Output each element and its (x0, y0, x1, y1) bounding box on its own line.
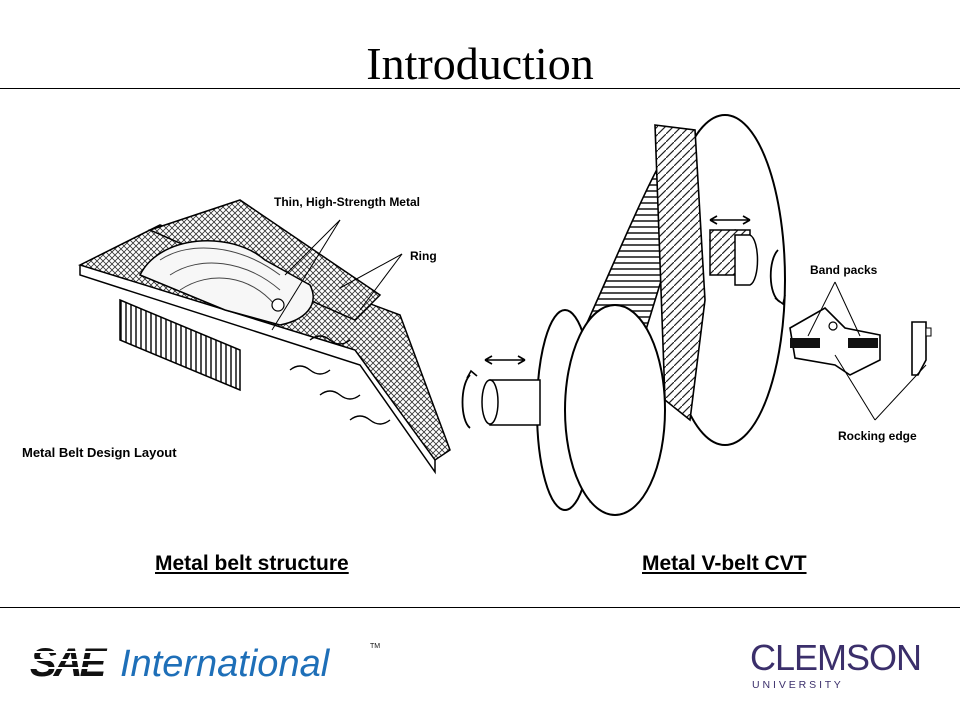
sae-logo-tm: TM (370, 643, 380, 650)
slide-title: Introduction (366, 38, 594, 89)
sae-international-logo: SAE International TM (30, 641, 380, 685)
clemson-university-logo: CLEMSON U N I V E R S I T Y (750, 637, 922, 691)
label-thin-metal: Thin, High-Strength Metal (274, 195, 420, 209)
footer-divider (0, 607, 960, 608)
label-rocking-edge: Rocking edge (838, 429, 917, 443)
clemson-logo-name: CLEMSON (750, 637, 921, 678)
caption-cvt: Metal V-belt CVT (642, 552, 807, 575)
caption-metal-belt: Metal belt structure (155, 552, 349, 575)
label-band-packs: Band packs (810, 263, 878, 277)
metal-belt-illustration: Thin, High-Strength Metal Ring Metal Bel… (22, 195, 451, 475)
title-divider (0, 88, 960, 89)
sae-logo-italic: International (120, 643, 331, 685)
label-design-layout: Metal Belt Design Layout (22, 445, 177, 460)
cvt-illustration: Band packs Rocking edge (461, 114, 932, 516)
sae-logo-bold: SAE (30, 641, 108, 685)
clemson-logo-sub: U N I V E R S I T Y (752, 679, 841, 691)
label-ring: Ring (410, 249, 437, 263)
